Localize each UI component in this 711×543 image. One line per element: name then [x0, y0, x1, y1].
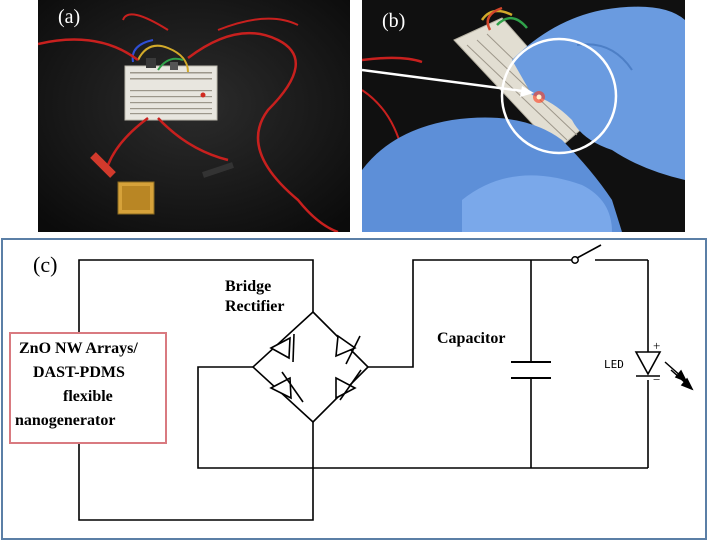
nanogenerator-label-line4: nanogenerator — [15, 412, 116, 429]
led-minus-sign: − — [653, 372, 661, 387]
diode-top-right — [335, 334, 361, 365]
wire-bottom-rail — [197, 366, 648, 469]
rectifier-label-line1: Bridge — [225, 278, 272, 295]
diode-top-left — [269, 333, 295, 363]
blue-glove — [362, 6, 685, 232]
wire-top-left — [78, 259, 314, 332]
led-emission-arrows — [664, 361, 694, 391]
wire-bottom-left — [78, 422, 314, 521]
led-label: LED — [604, 358, 624, 371]
switch-contact — [571, 256, 579, 264]
nanogenerator-device — [117, 181, 155, 215]
photo-b-led-lit — [362, 0, 685, 232]
nanogenerator-label-line3: flexible — [63, 388, 113, 405]
panel-a-label: (a) — [58, 6, 81, 28]
diode-bottom-left — [269, 371, 304, 403]
diode-bottom-right — [335, 369, 362, 401]
capacitor-label: Capacitor — [437, 330, 506, 347]
bridge-rectifier — [251, 310, 370, 424]
circuit-schematic-panel: (c) Bridge Rectifier Capacitor LED + − Z… — [1, 238, 707, 540]
panel-c-label: (c) — [33, 252, 58, 277]
circuit-diagram — [78, 244, 694, 521]
rectifier-label-line2: Rectifier — [225, 298, 285, 315]
nanogenerator-label-line2: DAST-PDMS — [33, 364, 125, 381]
nanogenerator-label-line1: ZnO NW Arrays/ — [19, 340, 138, 357]
switch-lever — [576, 244, 602, 259]
led-symbol — [634, 351, 662, 377]
led-plus-sign: + — [653, 338, 661, 353]
wire-bridge-right — [368, 259, 531, 368]
panel-b-label: (b) — [382, 10, 406, 32]
photo-a-breadboard-setup — [38, 0, 350, 232]
nanogenerator-box: ZnO NW Arrays/ DAST-PDMS flexible nanoge… — [9, 332, 167, 444]
